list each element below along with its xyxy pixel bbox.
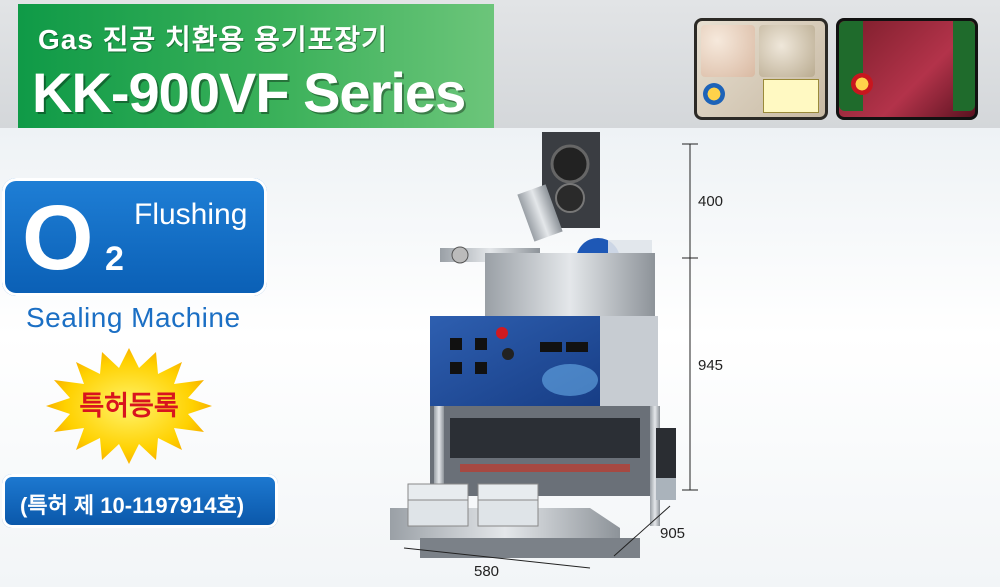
brand-seal-icon xyxy=(851,73,873,95)
o2-flushing-badge: O 2 Flushing xyxy=(2,178,267,296)
dumpling-compartment xyxy=(759,25,815,77)
product-label xyxy=(763,79,819,113)
product-subtitle: Gas 진공 치환용 용기포장기 xyxy=(38,24,388,55)
starburst-icon xyxy=(46,348,212,464)
dimension-height-top: 400 xyxy=(698,193,724,210)
dimension-width: 580 xyxy=(474,563,500,580)
beef-tray-image xyxy=(836,18,978,120)
o2-subscript: 2 xyxy=(105,240,124,278)
flushing-label: Flushing xyxy=(134,198,248,231)
product-series-title: KK-900VF Series xyxy=(32,61,466,124)
shrimp-compartment xyxy=(701,25,755,77)
upper-chamber xyxy=(485,253,655,323)
sealing-machine-image xyxy=(390,132,698,569)
dimension-depth: 905 xyxy=(660,525,686,542)
dimension-height-main: 945 xyxy=(698,357,724,374)
o2-symbol: O xyxy=(22,187,94,289)
title-banner: Gas 진공 치환용 용기포장기 KK-900VF Series xyxy=(18,4,494,128)
patent-number-badge: (특허 제 10-1197914호) xyxy=(2,474,278,528)
patent-number: (특허 제 10-1197914호) xyxy=(20,493,245,518)
green-leaf-decor-right xyxy=(953,21,975,111)
shrimp-tray-image xyxy=(694,18,828,120)
quality-seal-icon xyxy=(703,83,725,105)
green-leaf-decor xyxy=(839,21,863,111)
sealing-machine-label: Sealing Machine xyxy=(26,302,241,333)
patent-registered-label: 특허등록 xyxy=(79,391,179,421)
